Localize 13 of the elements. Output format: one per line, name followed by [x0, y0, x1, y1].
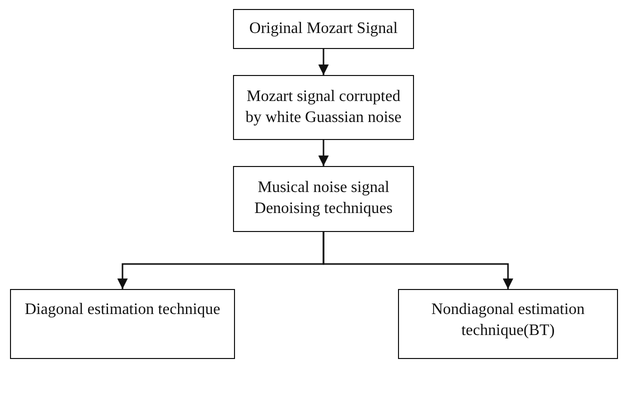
process-box: [233, 166, 414, 232]
arrow: [318, 140, 329, 166]
process-box: [10, 289, 235, 359]
arrow: [318, 49, 329, 75]
process-box: [233, 9, 414, 49]
box-label: Nondiagonal estimation technique(BT): [430, 300, 586, 341]
process-box: [233, 75, 414, 140]
arrow: [322, 232, 514, 289]
box-label: Diagonal estimation technique: [24, 300, 220, 320]
process-box: [398, 289, 618, 359]
box-label: Mozart signal corrupted by white Guassian noise: [244, 86, 402, 128]
box-label: Original Mozart Signal: [249, 18, 398, 39]
box-label: Musical noise signal Denoising techniques: [253, 178, 394, 219]
